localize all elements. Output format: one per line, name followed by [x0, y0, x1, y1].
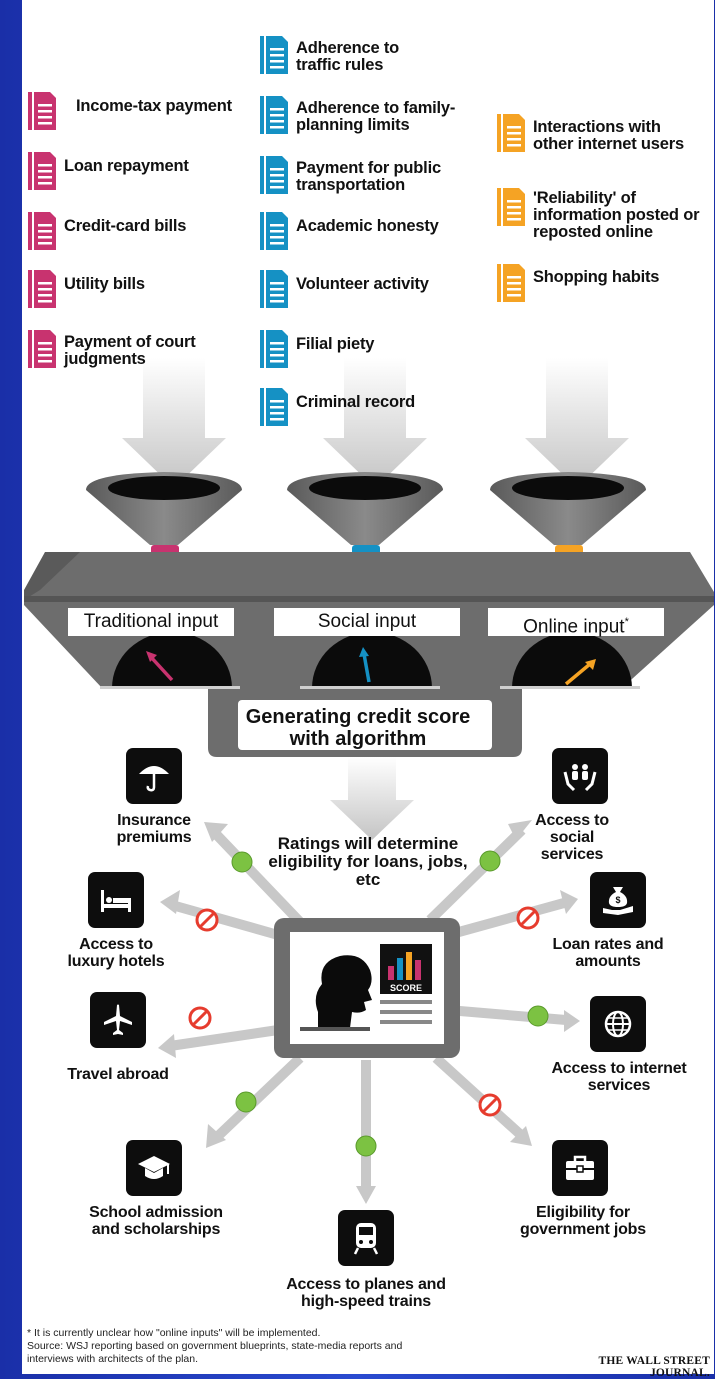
- internet-label: Access to internet services: [551, 1060, 687, 1094]
- document-icon: [260, 36, 288, 74]
- social-item: Academic honesty: [260, 212, 439, 250]
- document-icon: [260, 388, 288, 426]
- hotel-bed-icon: [88, 872, 144, 928]
- traditional-item: Payment of court judgments: [28, 330, 224, 368]
- footnote-mark: *: [624, 616, 629, 628]
- globe-icon: [590, 996, 646, 1052]
- money-bag-hand-icon: $: [590, 872, 646, 928]
- item-label: Credit-card bills: [64, 217, 187, 235]
- train-icon: [338, 1210, 394, 1266]
- document-icon: [260, 270, 288, 308]
- ratings-down-arrow: [330, 757, 414, 840]
- document-icon: [260, 212, 288, 250]
- online-item: Interactions with other internet users: [497, 114, 701, 153]
- traditional-item: Utility bills: [28, 270, 145, 308]
- social-services-hands-icon: [552, 748, 608, 804]
- social-item: Volunteer activity: [260, 270, 429, 308]
- document-icon: [28, 212, 56, 250]
- item-label: Income-tax payment: [76, 97, 232, 115]
- document-icon: [28, 270, 56, 308]
- item-label: Payment for public transportation: [296, 159, 441, 194]
- item-label: 'Reliability' of information posted or r…: [533, 189, 700, 241]
- social-item: Payment for public transportation: [260, 156, 466, 194]
- hotels-label: Access to luxury hotels: [67, 936, 165, 970]
- footnote: * It is currently unclear how "online in…: [27, 1327, 407, 1366]
- social-services-label: Access to social services: [535, 812, 609, 863]
- item-label: Utility bills: [64, 275, 145, 293]
- document-icon: [260, 96, 288, 134]
- generating-score-label: Generating credit score with algorithm: [245, 706, 471, 750]
- traditional-down-arrow: [122, 358, 226, 488]
- document-icon: [28, 92, 56, 130]
- item-label: Shopping habits: [533, 268, 660, 286]
- school-label: School admission and scholarships: [89, 1204, 223, 1238]
- item-label: Adherence to traffic rules: [296, 39, 400, 74]
- loans-label: Loan rates and amounts: [552, 936, 664, 970]
- score-monitor: [274, 918, 460, 1058]
- graduation-cap-icon: [126, 1140, 182, 1196]
- item-label: Academic honesty: [296, 217, 439, 235]
- online-item: 'Reliability' of information posted or r…: [497, 188, 701, 241]
- traditional-item: Credit-card bills: [28, 212, 186, 250]
- ratings-label: Ratings will determine eligibility for l…: [268, 834, 468, 889]
- traditional-gauge: [100, 632, 240, 689]
- social-item: Criminal record: [260, 388, 415, 426]
- social-gauge: [300, 632, 440, 689]
- airplane-icon: [90, 992, 146, 1048]
- item-label: Interactions with other internet users: [533, 118, 684, 153]
- document-icon: [260, 330, 288, 368]
- item-label: Filial piety: [296, 335, 375, 353]
- social-down-arrow: [323, 358, 427, 488]
- item-label: Payment of court judgments: [64, 333, 196, 368]
- document-icon: [497, 188, 525, 226]
- social-item: Filial piety: [260, 330, 374, 368]
- social-input-label: Social input: [274, 608, 460, 636]
- social-item: Adherence to traffic rules: [260, 36, 416, 74]
- traditional-input-label: Traditional input: [68, 608, 234, 636]
- document-icon: [260, 156, 288, 194]
- source-text: Source: WSJ reporting based on governmen…: [27, 1340, 403, 1365]
- travel-label: Travel abroad: [67, 1066, 169, 1083]
- umbrella-icon: [126, 748, 182, 804]
- online-gauge: [500, 632, 640, 689]
- online-input-label: Online input*: [488, 608, 664, 637]
- allowed-markers: [231, 850, 549, 1157]
- item-label: Loan repayment: [64, 157, 189, 175]
- online-down-arrow: [525, 358, 629, 488]
- traditional-item: Loan repayment: [28, 152, 189, 190]
- briefcase-icon: [552, 1140, 608, 1196]
- social-item: Adherence to family-planning limits: [260, 96, 486, 134]
- insurance-label: Insurance premiums: [116, 812, 192, 846]
- document-icon: [497, 264, 525, 302]
- restricted-markers: [188, 906, 540, 1117]
- traditional-item: Income-tax payment: [28, 92, 232, 130]
- outcome-arrows: [169, 826, 567, 1190]
- publisher-credit: THE WALL STREET JOURNAL.: [598, 1355, 710, 1379]
- item-label: Adherence to family-planning limits: [296, 99, 456, 134]
- online-item: Shopping habits: [497, 264, 659, 302]
- svg-text:$: $: [615, 895, 620, 905]
- document-icon: [28, 330, 56, 368]
- document-icon: [28, 152, 56, 190]
- score-label: SCORE: [390, 983, 422, 993]
- item-label: Criminal record: [296, 393, 415, 411]
- gov-jobs-label: Eligibility for government jobs: [520, 1204, 646, 1238]
- item-label: Volunteer activity: [296, 275, 429, 293]
- trains-label: Access to planes and high-speed trains: [286, 1276, 446, 1310]
- footnote-text: * It is currently unclear how "online in…: [27, 1327, 321, 1339]
- document-icon: [497, 114, 525, 152]
